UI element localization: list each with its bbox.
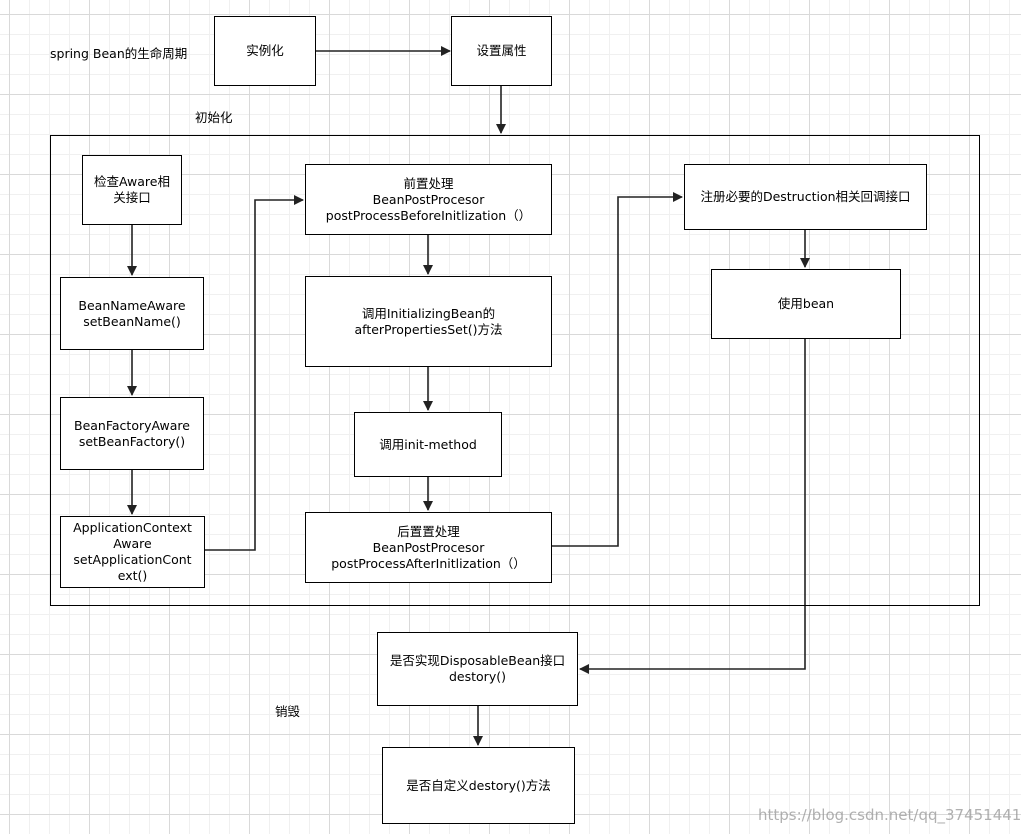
- node-app-ctx-aware-line-4: ext(): [117, 568, 148, 583]
- edge-post-process-to-register-destruction: [552, 192, 683, 547]
- node-instantiate-line-1: 实例化: [246, 43, 284, 58]
- node-init-method-line-1: 调用init-method: [379, 436, 477, 452]
- node-register-destruction-line-1: 注册必要的Destruction相关回调接口: [700, 189, 911, 204]
- node-bean-name-aware[interactable]: BeanNameAware setBeanName(): [60, 277, 204, 350]
- node-bean-name-aware-line-1: BeanNameAware: [78, 297, 186, 313]
- node-after-props[interactable]: 调用InitializingBean的 afterPropertiesSet()…: [305, 276, 552, 367]
- node-after-props-line-2: afterPropertiesSet()方法: [354, 321, 503, 337]
- node-app-ctx-aware-line-1: ApplicationContext: [73, 520, 192, 535]
- node-post-process[interactable]: 后置置处理 BeanPostProcesor postProcessAfterI…: [305, 512, 552, 583]
- node-disposable[interactable]: 是否实现DisposableBean接口 destory(): [377, 632, 578, 706]
- node-use-bean[interactable]: 使用bean: [711, 269, 901, 339]
- node-pre-process-line-1: 前置处理: [403, 175, 454, 191]
- node-disposable-line-2: destory(): [449, 669, 506, 684]
- node-after-props-line-1: 调用InitializingBean的: [361, 305, 496, 321]
- node-post-process-line-3: postProcessAfterInitlization（）: [331, 555, 526, 571]
- destroy-label: 销毁: [275, 704, 301, 719]
- node-post-process-line-1: 后置置处理: [397, 523, 460, 539]
- node-app-ctx-aware-line-3: setApplicationCont: [73, 552, 192, 567]
- node-custom-destroy[interactable]: 是否自定义destory()方法: [382, 747, 575, 824]
- node-check-aware-line-1: 检查Aware相: [94, 174, 170, 189]
- node-init-method[interactable]: 调用init-method: [354, 412, 502, 477]
- node-pre-process-line-2: BeanPostProcesor: [372, 191, 485, 207]
- diagram-title: spring Bean的生命周期: [50, 46, 188, 61]
- node-bean-factory-aware[interactable]: BeanFactoryAware setBeanFactory(): [60, 397, 204, 470]
- init-container: [50, 135, 980, 606]
- node-set-props[interactable]: 设置属性: [451, 16, 552, 86]
- node-post-process-line-2: BeanPostProcesor: [372, 539, 485, 555]
- node-disposable-line-1: 是否实现DisposableBean接口: [389, 653, 566, 668]
- node-set-props-line-1: 设置属性: [476, 43, 527, 58]
- node-check-aware[interactable]: 检查Aware相 关接口: [82, 155, 182, 225]
- node-app-ctx-aware[interactable]: ApplicationContext Aware setApplicationC…: [60, 516, 205, 588]
- node-use-bean-line-1: 使用bean: [777, 296, 835, 311]
- edge-app-ctx-aware-to-pre-process: [205, 195, 304, 551]
- node-bean-factory-aware-line-2: setBeanFactory(): [78, 433, 186, 449]
- init-label: 初始化: [195, 110, 233, 125]
- node-bean-name-aware-line-2: setBeanName(): [83, 313, 181, 329]
- edge-use-bean-to-disposable: [579, 339, 806, 674]
- node-register-destruction[interactable]: 注册必要的Destruction相关回调接口: [684, 164, 927, 230]
- node-bean-factory-aware-line-1: BeanFactoryAware: [74, 417, 190, 433]
- node-check-aware-line-2: 关接口: [113, 190, 151, 205]
- node-custom-destroy-line-1: 是否自定义destory()方法: [406, 777, 551, 793]
- node-app-ctx-aware-line-2: Aware: [113, 536, 152, 551]
- node-pre-process-line-3: postProcessBeforeInitlization（）: [325, 207, 532, 223]
- node-instantiate[interactable]: 实例化: [214, 16, 316, 86]
- node-pre-process[interactable]: 前置处理 BeanPostProcesor postProcessBeforeI…: [305, 164, 552, 235]
- watermark: https://blog.csdn.net/qq_37451441: [758, 806, 1021, 824]
